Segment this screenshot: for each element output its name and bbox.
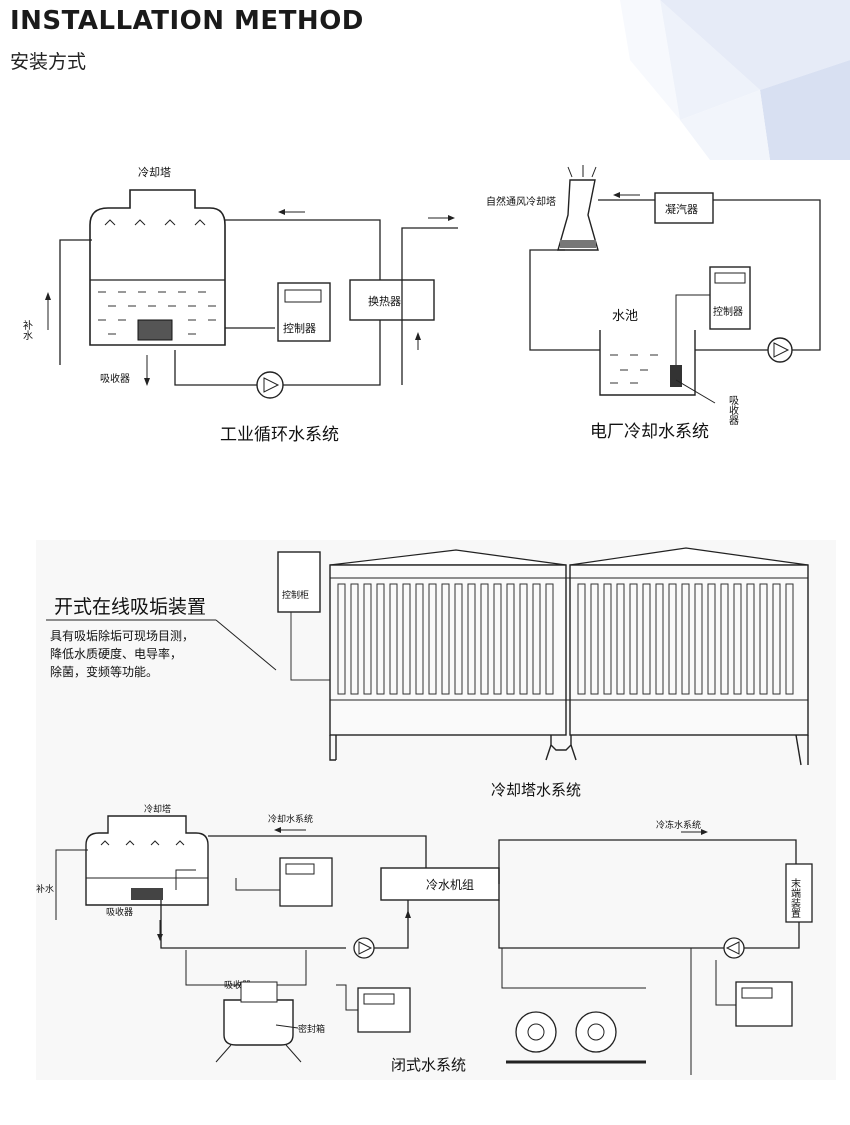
makeup-label: 补水 [21,319,33,340]
device-desc-2: 降低水质硬度、电导率， [50,646,182,661]
terminal-label: 末端装置 [789,877,801,918]
device-desc-1: 具有吸垢除垢可现场目测， [50,628,194,643]
natural-draft-tower [557,179,599,251]
louver-slat [590,583,599,695]
absorber-label: 吸收器 [106,906,133,918]
exchanger-label: 换热器 [368,294,401,308]
louver-slat [785,583,794,695]
device-desc-3: 除菌，变频等功能。 [50,664,158,679]
control-box-2 [735,981,793,1027]
louver-slat [454,583,463,695]
louver-slat [441,583,450,695]
louver-slat [720,583,729,695]
condenser [654,192,714,224]
absorber-label: 吸收器 [100,372,130,385]
louver-slat [772,583,781,695]
diagram1-caption: 工业循环水系统 [220,425,339,445]
louver-slat [616,583,625,695]
louver-slat [519,583,528,695]
chilled-water-label: 冷冻水系统 [656,819,701,831]
louver-slat [363,583,372,695]
louver-slat [506,583,515,695]
louver-slat [655,583,664,695]
water-dashes [98,291,216,335]
louver-slat [480,583,489,695]
pool [599,330,696,396]
cooling-tower [89,189,226,346]
diagram-cooling-tower-system: 开式在线吸垢装置 具有吸垢除垢可现场目测， 降低水质硬度、电导率， 除菌，变频等… [36,540,836,805]
diagram2-caption: 电厂冷却水系统 [590,422,709,442]
spray-nozzles [104,219,206,226]
control-box [357,987,411,1033]
louver-slat [493,583,502,695]
control-cabinet-label: 控制柜 [282,589,309,601]
controller [709,266,751,330]
diagram-closed-system: 冷却塔 补水 吸收器 冷却水系统 冷水机组 冷冻水系统 末端装置 吸收器 密封箱… [36,800,836,1080]
pool-label: 水池 [612,309,638,324]
absorber [137,319,173,341]
filter-2 [575,1011,617,1053]
louver-slat [545,583,554,695]
tower-label: 冷却塔 [144,803,171,815]
louver-slat [415,583,424,695]
louver-slat [681,583,690,695]
page-subtitle: 安装方式 [10,51,87,73]
cooling-water-label: 冷却水系统 [268,813,313,825]
tower-louvers [337,583,794,695]
controller-label: 控制器 [283,321,316,335]
absorber [131,888,163,900]
sealed-box-label: 密封箱 [298,1023,325,1035]
louver-slat [337,583,346,695]
louver-slat [402,583,411,695]
louver-slat [603,583,612,695]
tower-label: 冷却塔 [138,166,171,179]
cooling-tower [85,815,209,906]
diagram-power-plant: 自然通风冷却塔 凝汽器 控制器 水池 吸收器 电厂冷却水系统 [486,165,821,442]
louver-slat [350,583,359,695]
controller-label: 控制器 [713,305,743,318]
louver-slat [642,583,651,695]
absorber [670,365,682,387]
diagram-industrial-circulation: 冷却塔 补水 吸收器 控制器 换热器 工业循环水系统 [21,166,458,445]
louver-slat [577,583,586,695]
louver-slat [428,583,437,695]
condenser-label: 凝汽器 [665,202,698,216]
louver-slat [733,583,742,695]
filter-1 [515,1011,557,1053]
louver-slat [759,583,768,695]
absorber-vessel [223,999,294,1046]
louver-slat [376,583,385,695]
louver-slat [389,583,398,695]
control-cabinet [277,551,321,613]
louver-slat [629,583,638,695]
louver-slat [746,583,755,695]
monitor-box [279,857,333,907]
page-title: INSTALLATION METHOD [10,6,364,36]
device-heading: 开式在线吸垢装置 [54,596,206,618]
heat-exchanger [349,279,435,321]
louver-slat [668,583,677,695]
louver-slat [467,583,476,695]
tower-left [329,564,567,736]
absorber-label: 吸收器 [727,395,739,426]
tower-label: 自然通风冷却塔 [486,195,556,208]
chiller-label: 冷水机组 [426,878,474,892]
louver-slat [707,583,716,695]
diagram4-caption: 闭式水系统 [391,1056,466,1074]
makeup-label: 补水 [36,883,54,895]
louver-slat [532,583,541,695]
louver-slat [694,583,703,695]
diagram3-caption: 冷却塔水系统 [491,781,581,799]
decorative-polygons [620,0,850,160]
chiller [380,867,500,901]
